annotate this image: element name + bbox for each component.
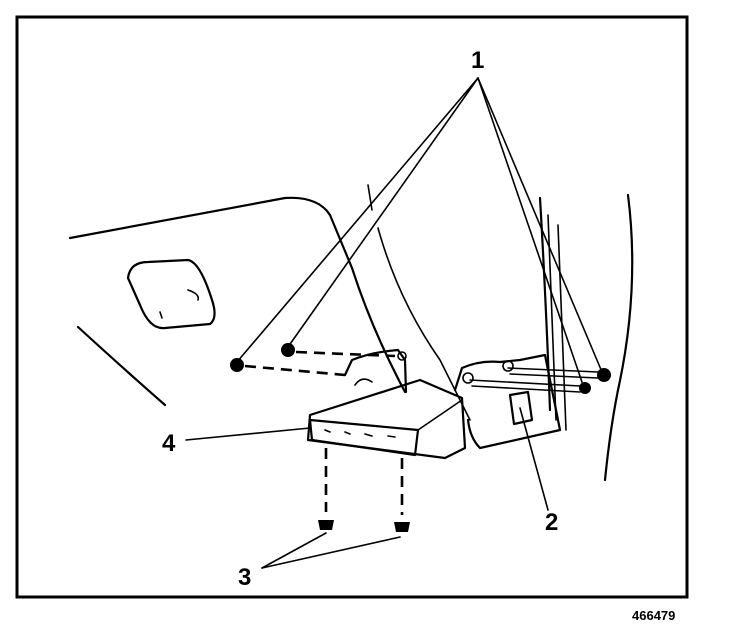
illustration-frame: [15, 15, 689, 599]
mounting-bracket: [343, 348, 562, 450]
screw-fasteners: [318, 448, 410, 532]
callout-2: 2: [545, 509, 558, 536]
figure-number: 466479: [632, 608, 675, 623]
callout-3: 3: [238, 564, 251, 591]
callout-4: 4: [162, 430, 176, 457]
bolt-fasteners: [230, 343, 611, 394]
vehicle-body-panel: [68, 184, 471, 421]
body-pillar: [538, 193, 634, 482]
leader-lines: [185, 77, 603, 569]
callout-1: 1: [471, 47, 484, 74]
panel-opening: [126, 258, 216, 330]
control-module: [306, 378, 467, 460]
